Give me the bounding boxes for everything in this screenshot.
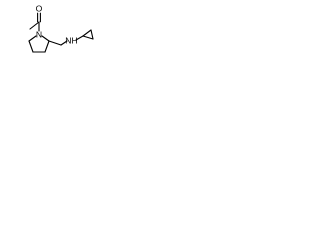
bond-ch2-nh xyxy=(60,40,68,46)
atom-label-ring-nitrogen: N xyxy=(36,30,42,40)
atom-label-amine-nitrogen: NH xyxy=(65,36,77,46)
bond-cyclopropyl-c xyxy=(82,35,94,40)
atom-label-oxygen: O xyxy=(36,4,43,14)
bond-ring-c5-n xyxy=(28,35,37,42)
bond-acetyl-methyl xyxy=(29,21,40,30)
molecule-structure: O N NH xyxy=(28,4,94,53)
bond-ring-c4-c5 xyxy=(28,40,34,53)
bond-ring-n-c2 xyxy=(41,35,50,42)
bond-ring-c2-c3 xyxy=(44,40,50,53)
bond-cyclopropyl-a xyxy=(82,29,92,37)
bond-ring-ch2 xyxy=(48,40,62,46)
bond-nh-cyclopropyl xyxy=(75,35,84,41)
bond-cyclopropyl-b xyxy=(90,29,94,40)
